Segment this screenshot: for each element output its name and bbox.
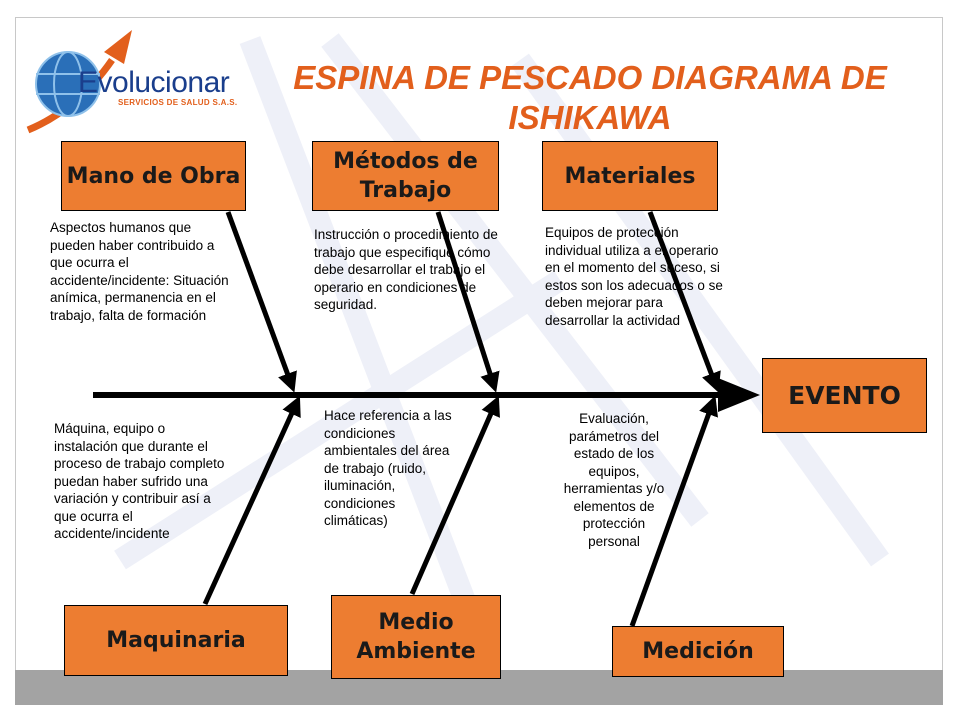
box-metodos-de-trabajo: Métodos de Trabajo (312, 141, 499, 211)
desc-mano-de-obra: Aspectos humanos que pueden haber contri… (50, 220, 229, 323)
desc-maquinaria: Máquina, equipo o instalación que durant… (54, 421, 225, 541)
desc-medicion: Evaluación, parámetros del estado de los… (563, 411, 665, 549)
bone-metodos (435, 211, 500, 393)
bone-medio-ambiente (409, 395, 500, 596)
bone-maquinaria (202, 395, 301, 606)
bone-materiales (647, 211, 721, 393)
logo-name: Evolucionar (78, 66, 230, 99)
box-maquinaria: Maquinaria (64, 605, 288, 676)
bone-mano-de-obra (225, 211, 297, 393)
spine-arrow (93, 378, 760, 412)
evolucionar-logo-icon (26, 30, 132, 134)
bone-medicion (629, 395, 718, 627)
desc-medio-ambiente: Hace referencia a las condiciones ambien… (324, 408, 452, 528)
box-materiales: Materiales (542, 141, 718, 211)
desc-metodos-de-trabajo: Instrucción o procedimiento de trabajo q… (314, 227, 498, 312)
box-mano-de-obra: Mano de Obra (61, 141, 246, 211)
box-medio-ambiente: Medio Ambiente (331, 595, 501, 679)
desc-materiales: Equipos de protección individual utiliza… (545, 225, 723, 328)
page-title: ESPINA DE PESCADO DIAGRAMA DE ISHIKAWA (293, 59, 887, 136)
box-medicion: Medición (612, 626, 784, 677)
logo-subtitle: SERVICIOS DE SALUD S.A.S. (118, 98, 238, 107)
box-evento: EVENTO (762, 358, 927, 433)
